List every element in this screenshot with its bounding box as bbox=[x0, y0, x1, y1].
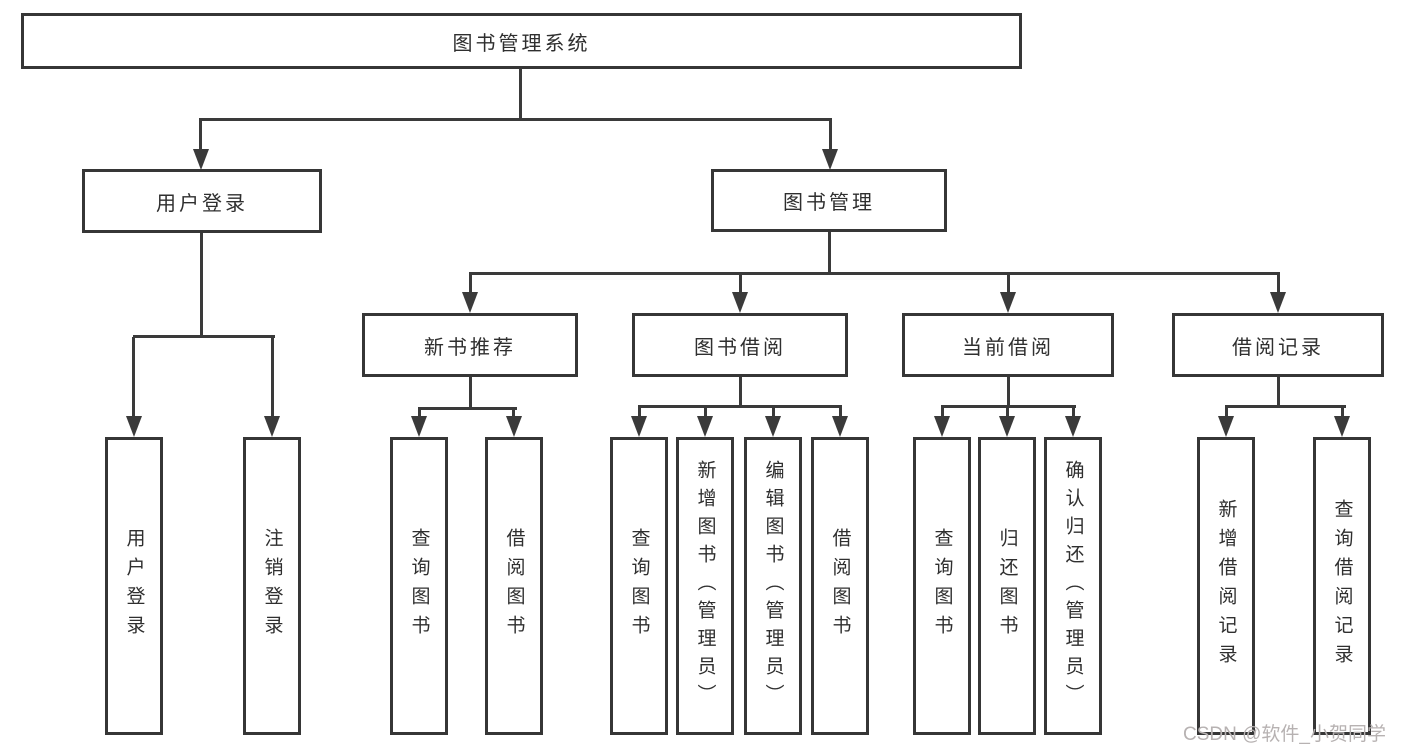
arrowhead-down-icon bbox=[193, 149, 209, 170]
connector-line bbox=[469, 377, 472, 410]
arrowhead-down-icon bbox=[411, 416, 427, 437]
leaf-query-books-recommend: 查询图书 bbox=[390, 437, 448, 735]
connector-line bbox=[941, 407, 944, 417]
leaf-logout: 注销登录 bbox=[243, 437, 301, 735]
connector-line bbox=[469, 272, 1280, 275]
connector-line bbox=[512, 409, 515, 418]
leaf-borrow-books: 借阅图书 bbox=[811, 437, 869, 735]
leaf-edit-books-admin: 编辑图书（管理员） bbox=[744, 437, 802, 735]
arrowhead-down-icon bbox=[1334, 416, 1350, 437]
connector-line bbox=[941, 405, 1076, 408]
connector-line bbox=[1006, 407, 1009, 417]
node-new-book-recommend: 新书推荐 bbox=[362, 313, 578, 377]
connector-line bbox=[1277, 274, 1280, 293]
arrowhead-down-icon bbox=[631, 416, 647, 437]
connector-line bbox=[739, 377, 742, 408]
connector-line bbox=[1007, 274, 1010, 293]
connector-line bbox=[200, 233, 203, 337]
arrowhead-down-icon bbox=[506, 416, 522, 437]
connector-line bbox=[704, 407, 707, 417]
leaf-user-login: 用户登录 bbox=[105, 437, 163, 735]
arrowhead-down-icon bbox=[1000, 292, 1016, 313]
node-root-system: 图书管理系统 bbox=[21, 13, 1022, 69]
connector-line bbox=[772, 407, 775, 417]
arrowhead-down-icon bbox=[732, 292, 748, 313]
node-borrowing-records: 借阅记录 bbox=[1172, 313, 1384, 377]
connector-line bbox=[469, 274, 472, 293]
node-current-borrowing: 当前借阅 bbox=[902, 313, 1114, 377]
arrowhead-down-icon bbox=[1065, 416, 1081, 437]
connector-line bbox=[271, 337, 274, 417]
arrowhead-down-icon bbox=[126, 416, 142, 437]
connector-line bbox=[828, 232, 831, 274]
arrowhead-down-icon bbox=[999, 416, 1015, 437]
arrowhead-down-icon bbox=[832, 416, 848, 437]
node-book-borrowing: 图书借阅 bbox=[632, 313, 848, 377]
connector-line bbox=[199, 120, 202, 151]
arrowhead-down-icon bbox=[822, 149, 838, 170]
connector-line bbox=[418, 409, 421, 418]
connector-line bbox=[1007, 377, 1010, 408]
leaf-query-books-borrowing: 查询图书 bbox=[610, 437, 668, 735]
node-book-management: 图书管理 bbox=[711, 169, 947, 232]
csdn-watermark: CSDN @软件_小贺同学 bbox=[1183, 724, 1386, 745]
arrowhead-down-icon bbox=[264, 416, 280, 437]
connector-line bbox=[1277, 377, 1280, 408]
connector-line bbox=[519, 68, 522, 121]
arrowhead-down-icon bbox=[765, 416, 781, 437]
leaf-add-books-admin: 新增图书（管理员） bbox=[676, 437, 734, 735]
arrowhead-down-icon bbox=[1270, 292, 1286, 313]
connector-line bbox=[1225, 405, 1346, 408]
connector-line bbox=[1225, 407, 1228, 417]
leaf-add-borrow-record: 新增借阅记录 bbox=[1197, 437, 1255, 735]
leaf-borrow-books-recommend: 借阅图书 bbox=[485, 437, 543, 735]
leaf-confirm-return-admin: 确认归还（管理员） bbox=[1044, 437, 1102, 735]
connector-line bbox=[1072, 407, 1075, 417]
connector-line bbox=[638, 407, 641, 417]
arrowhead-down-icon bbox=[934, 416, 950, 437]
connector-line bbox=[1341, 407, 1344, 417]
connector-line bbox=[839, 407, 842, 417]
arrowhead-down-icon bbox=[697, 416, 713, 437]
arrowhead-down-icon bbox=[1218, 416, 1234, 437]
leaf-query-borrow-record: 查询借阅记录 bbox=[1313, 437, 1371, 735]
node-user-login: 用户登录 bbox=[82, 169, 322, 233]
connector-line bbox=[133, 335, 275, 338]
connector-line bbox=[638, 405, 842, 408]
connector-line bbox=[739, 274, 742, 293]
connector-line bbox=[829, 120, 832, 151]
connector-line bbox=[199, 118, 832, 121]
connector-line bbox=[132, 337, 135, 417]
leaf-return-books: 归还图书 bbox=[978, 437, 1036, 735]
leaf-query-books-current: 查询图书 bbox=[913, 437, 971, 735]
connector-line bbox=[418, 407, 517, 410]
arrowhead-down-icon bbox=[462, 292, 478, 313]
